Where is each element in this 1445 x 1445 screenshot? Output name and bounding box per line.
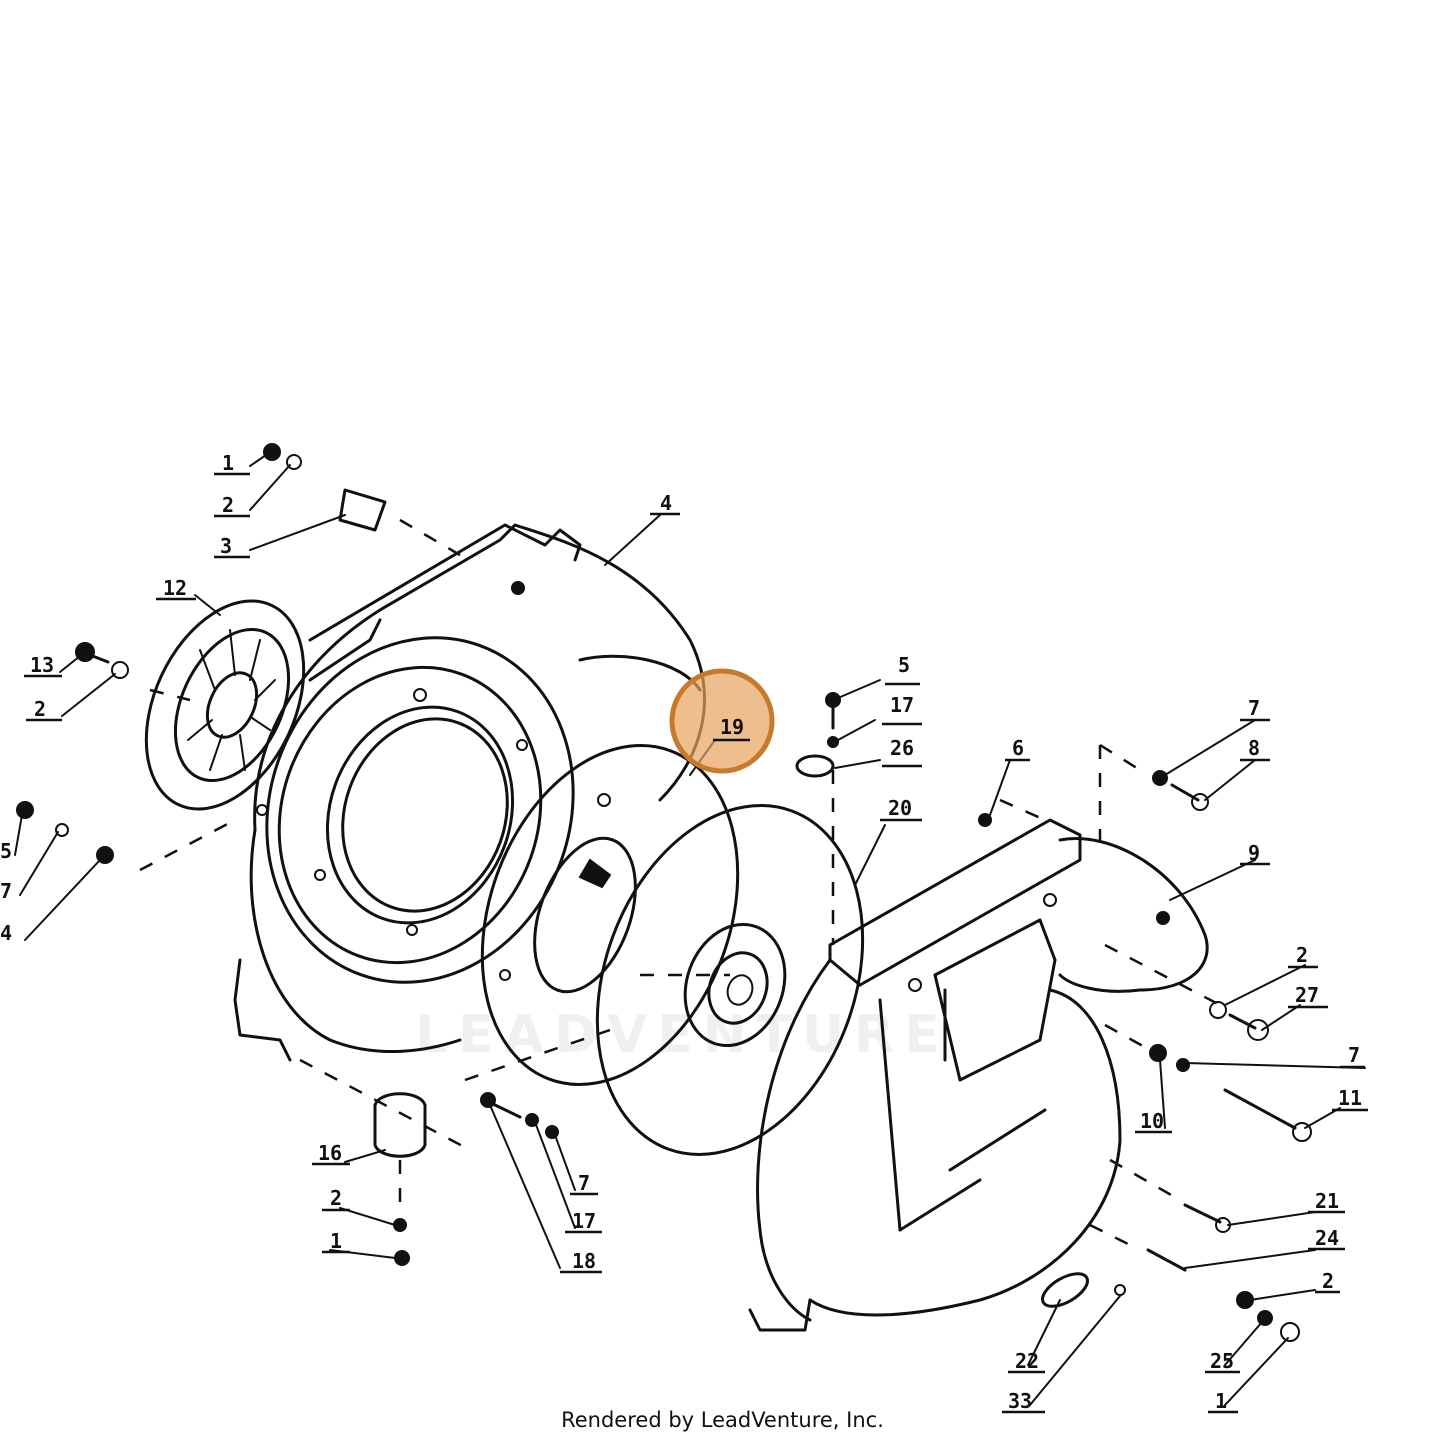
baffle-plate — [480, 744, 740, 1086]
hardware — [16, 443, 1312, 1342]
callout-label[interactable]: 25 — [1210, 1349, 1234, 1373]
callout-19[interactable]: 19 — [720, 715, 744, 739]
callout-label[interactable]: 1 — [222, 451, 234, 475]
callout-label[interactable]: 2 — [222, 493, 234, 517]
callout-label[interactable]: 2 — [34, 697, 46, 721]
blower-housing — [233, 523, 706, 1062]
callout-underlines — [24, 472, 1368, 1414]
callout-label[interactable]: 7 — [1248, 696, 1260, 720]
callout-label[interactable]: 13 — [30, 653, 54, 677]
callout-label[interactable]: 20 — [888, 796, 912, 820]
callout-label[interactable]: 7 — [0, 879, 12, 903]
callout-label[interactable]: 10 — [1140, 1109, 1164, 1133]
highlight-marker[interactable] — [669, 668, 775, 774]
render-credit: Rendered by LeadVenture, Inc. — [561, 1408, 884, 1432]
callout-label[interactable]: 16 — [318, 1141, 342, 1165]
callout-label[interactable]: 2 — [1296, 943, 1308, 967]
callout-label[interactable]: 8 — [1248, 736, 1260, 760]
leader-lines — [14, 454, 1366, 1406]
callout-label[interactable]: 3 — [220, 534, 232, 558]
callout-label[interactable]: 7 — [1348, 1043, 1360, 1067]
callout-label[interactable]: 7 — [578, 1171, 590, 1195]
callout-label[interactable]: 21 — [1315, 1189, 1339, 1213]
callout-label[interactable]: 6 — [1012, 736, 1024, 760]
callout-label[interactable]: 12 — [163, 576, 187, 600]
callout-label[interactable]: 2 — [1322, 1269, 1334, 1293]
callout-label[interactable]: 27 — [1295, 983, 1319, 1007]
callout-label[interactable]: 18 — [572, 1249, 596, 1273]
callout-label[interactable]: 26 — [890, 736, 914, 760]
callout-label[interactable]: 22 — [1015, 1349, 1039, 1373]
callout-label[interactable]: 17 — [572, 1209, 596, 1233]
rewind-starter — [144, 599, 306, 811]
callout-labels: 1 2 3 4 12 13 2 5 7 4 5 17 26 6 7 8 20 9… — [0, 451, 1362, 1413]
callout-label[interactable]: 5 — [0, 839, 12, 863]
callout-label[interactable]: 9 — [1248, 841, 1260, 865]
callout-label[interactable]: 11 — [1338, 1086, 1362, 1110]
cylinder-shroud — [748, 818, 1209, 1332]
callout-label[interactable]: 2 — [330, 1186, 342, 1210]
callout-label[interactable]: 33 — [1008, 1389, 1032, 1413]
callout-label[interactable]: 4 — [660, 491, 672, 515]
callout-label[interactable]: 4 — [0, 921, 12, 945]
assembly-lines — [139, 518, 1221, 1252]
callout-label[interactable]: 24 — [1315, 1226, 1339, 1250]
fan-plate — [595, 804, 865, 1156]
callout-label[interactable]: 1 — [1215, 1389, 1227, 1413]
callout-label[interactable]: 1 — [330, 1229, 342, 1253]
callout-label[interactable]: 17 — [890, 693, 914, 717]
callout-label[interactable]: 5 — [898, 653, 910, 677]
